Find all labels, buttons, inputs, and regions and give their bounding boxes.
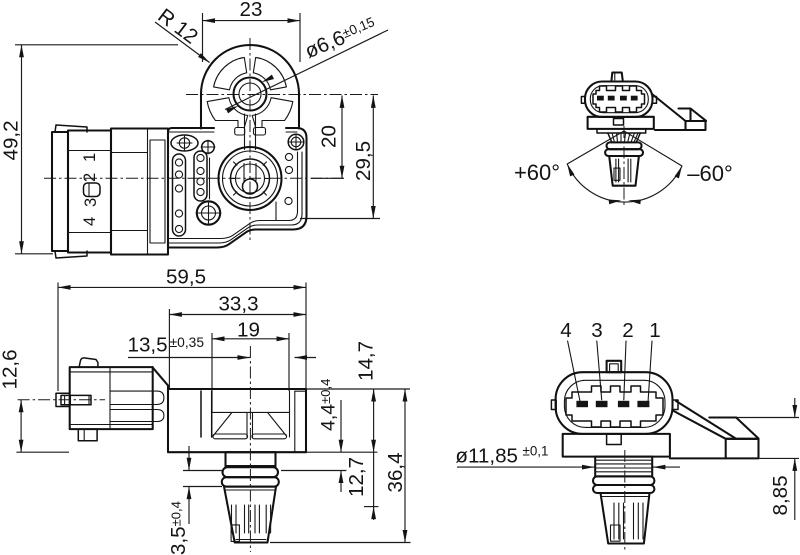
svg-text:12,7: 12,7 (345, 457, 368, 497)
svg-text:23: 23 (240, 0, 263, 21)
svg-text:14,7: 14,7 (355, 341, 378, 381)
svg-text:4,4±0,4: 4,4±0,4 (318, 379, 340, 431)
svg-text:29,5: 29,5 (352, 141, 375, 181)
svg-text:ø11,85: ø11,85 (455, 445, 518, 468)
svg-text:2: 2 (622, 319, 633, 342)
svg-text:–60°: –60° (687, 161, 733, 186)
svg-text:33,3: 33,3 (218, 293, 258, 316)
svg-text:13,5±0,35: 13,5±0,35 (128, 334, 205, 357)
svg-text:3: 3 (591, 319, 602, 342)
svg-text:4: 4 (560, 319, 571, 342)
svg-text:36,4: 36,4 (384, 452, 407, 492)
svg-text:12,6: 12,6 (0, 349, 22, 389)
svg-text:ø6,6±0,15: ø6,6±0,15 (302, 13, 380, 63)
svg-text:20: 20 (318, 125, 341, 148)
svg-text:3,5±0,4: 3,5±0,4 (167, 501, 190, 555)
svg-text:2: 2 (81, 173, 99, 182)
svg-text:49,2: 49,2 (0, 120, 23, 160)
svg-text:1: 1 (649, 319, 660, 342)
svg-text:59,5: 59,5 (166, 266, 206, 289)
svg-text:1: 1 (81, 153, 99, 162)
svg-text:4: 4 (81, 217, 99, 226)
svg-text:R 12: R 12 (153, 4, 202, 49)
svg-text:±0,1: ±0,1 (523, 444, 549, 459)
svg-text:8,85: 8,85 (769, 475, 792, 515)
svg-text:+60°: +60° (514, 160, 560, 185)
svg-text:19: 19 (237, 319, 260, 342)
svg-text:3: 3 (82, 198, 100, 207)
